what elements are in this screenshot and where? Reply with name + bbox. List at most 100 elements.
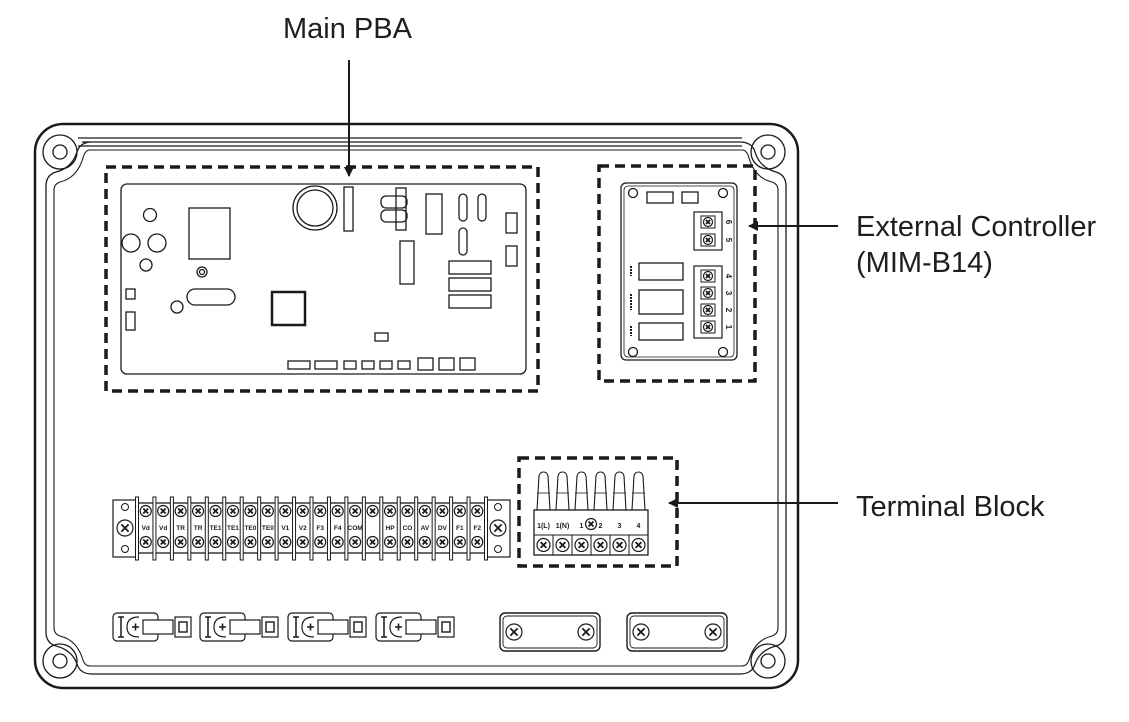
terminal-label: F3 — [316, 525, 324, 532]
signal-terminal[interactable]: Vd — [152, 496, 170, 561]
signal-terminal[interactable]: DV — [431, 496, 449, 561]
power-terminal[interactable]: 1 — [571, 471, 589, 555]
terminal-screw-icon — [702, 321, 714, 333]
cable-clamp — [112, 612, 192, 642]
terminal-screw-icon — [418, 504, 432, 518]
external-controller-highlight — [597, 164, 757, 383]
terminal-label: TR — [194, 525, 203, 532]
power-terminal[interactable]: 3 — [609, 471, 627, 555]
power-terminal[interactable]: 1(N) — [552, 471, 570, 555]
terminal-screw-icon — [366, 504, 379, 518]
terminal-screw-icon — [139, 504, 152, 518]
terminal-screw-icon — [702, 287, 714, 299]
terminal-screw-icon — [702, 234, 714, 246]
signal-terminal[interactable]: F1 — [449, 496, 466, 561]
terminal-number: 3 — [724, 291, 733, 296]
terminal-screw-icon — [349, 535, 362, 549]
signal-terminal[interactable]: F4 — [326, 496, 344, 561]
terminal-screw-icon — [401, 535, 414, 549]
terminal-label: 1(L) — [537, 523, 550, 530]
signal-terminal[interactable]: CO — [396, 496, 414, 561]
terminal-screw-icon — [261, 504, 274, 518]
terminal-label: COM — [348, 525, 363, 532]
power-terminal[interactable]: 4 — [628, 471, 646, 555]
terminal-screw-icon — [574, 537, 589, 553]
external-controller-model-label: (MIM-B14) — [856, 247, 993, 279]
terminal-screw-icon — [631, 537, 646, 553]
plate-screw-icon — [505, 623, 523, 641]
terminal-screw-icon — [436, 504, 449, 518]
terminal-label: V2 — [299, 525, 307, 532]
signal-terminal[interactable]: AV — [414, 496, 432, 561]
signal-terminal[interactable]: F2 — [466, 496, 484, 561]
signal-terminal[interactable]: TE1 — [204, 496, 222, 561]
mim-terminal[interactable]: 3 — [700, 286, 733, 300]
signal-terminal[interactable]: V2 — [292, 496, 309, 561]
terminal-screw-icon — [383, 535, 397, 549]
terminal-screw-icon — [174, 504, 187, 518]
mim-terminal[interactable]: 4 — [700, 269, 733, 283]
terminal-label: 1 — [580, 523, 584, 530]
terminal-label: CO — [403, 525, 413, 532]
signal-terminal[interactable] — [361, 496, 379, 561]
terminal-screw-icon — [279, 504, 292, 518]
terminal-screw-icon — [383, 504, 397, 518]
terminal-screw-icon — [555, 537, 570, 553]
terminal-block-highlight — [517, 456, 679, 568]
terminal-block-label: Terminal Block — [856, 491, 1045, 523]
cable-clamp — [375, 612, 455, 642]
terminal-screw-icon — [157, 535, 170, 549]
terminal-screw-icon — [612, 537, 627, 553]
relay — [638, 289, 684, 315]
terminal-label: Vd — [159, 525, 167, 532]
terminal-screw-icon — [366, 535, 379, 549]
cable-clamp — [287, 612, 367, 642]
signal-terminal[interactable]: V1 — [274, 496, 292, 561]
terminal-screw-icon — [244, 504, 257, 518]
signal-terminal[interactable]: TE1 — [222, 496, 240, 561]
terminal-screw-icon — [296, 535, 309, 549]
terminal-label: F2 — [473, 525, 481, 532]
mim-terminal[interactable]: 1 — [700, 320, 733, 334]
terminal-screw-icon — [174, 535, 187, 549]
terminal-screw-icon — [296, 504, 309, 518]
terminal-label: F1 — [456, 525, 464, 532]
terminal-screw-icon — [261, 535, 274, 549]
signal-terminal[interactable]: TR — [169, 496, 187, 561]
terminal-screw-icon — [349, 504, 362, 518]
mim-terminal[interactable]: 5 — [700, 233, 733, 247]
terminal-screw-icon — [418, 535, 432, 549]
corner-screw-top-right — [750, 134, 786, 170]
terminal-screw-icon — [314, 535, 327, 549]
terminal-screw-icon — [226, 504, 240, 518]
terminal-screw-icon — [471, 504, 484, 518]
main-pba-board[interactable] — [120, 183, 527, 375]
terminal-screw-icon — [453, 535, 466, 549]
terminal-screw-icon — [279, 535, 292, 549]
corner-screw-bottom-right — [750, 643, 786, 679]
terminal-label: TE1 — [227, 525, 239, 532]
signal-terminal[interactable]: F3 — [309, 496, 327, 561]
plate-screw-icon — [632, 623, 650, 641]
mim-terminal[interactable]: 6 — [700, 215, 733, 229]
signal-terminal[interactable]: Vd — [135, 496, 152, 561]
signal-terminal[interactable]: TE0 — [257, 496, 275, 561]
signal-terminal[interactable]: HP — [379, 496, 397, 561]
external-controller-board[interactable] — [620, 182, 738, 361]
terminal-label: TR — [176, 525, 185, 532]
signal-terminal[interactable]: TR — [187, 496, 205, 561]
power-terminal[interactable]: 1(L) — [536, 471, 551, 553]
power-terminal[interactable]: 2 — [590, 471, 608, 555]
mim-terminal[interactable]: 2 — [700, 303, 733, 317]
relay — [638, 322, 684, 341]
terminal-label: F4 — [334, 525, 342, 532]
signal-terminal[interactable]: COM — [344, 496, 363, 561]
terminal-screw-icon — [157, 504, 170, 518]
signal-terminal[interactable]: TE0 — [239, 496, 257, 561]
terminal-label: TE0 — [244, 525, 256, 532]
terminal-label: 2 — [599, 523, 603, 530]
terminal-screw-icon — [209, 504, 222, 518]
terminal-label: TE0 — [262, 525, 274, 532]
